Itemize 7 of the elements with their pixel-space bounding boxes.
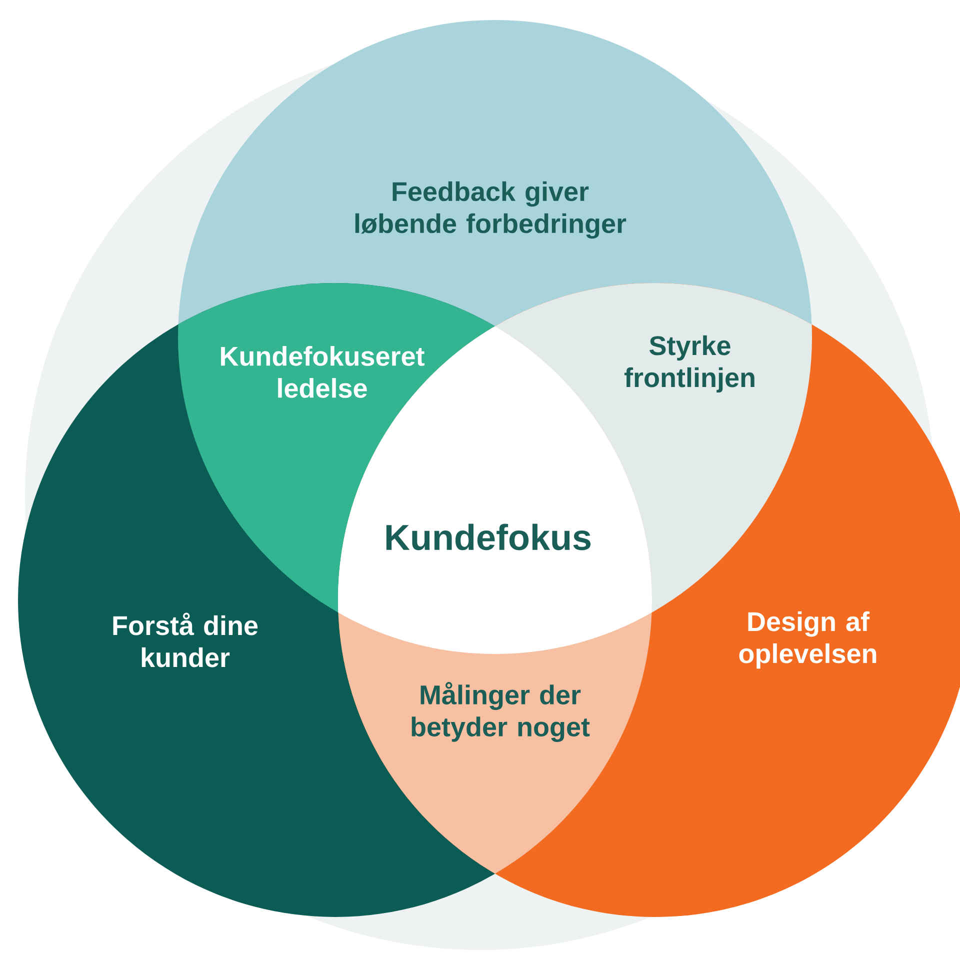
region-label: Design af oplevelsen [739, 611, 876, 669]
region-label: Forstå dine kunder [113, 612, 258, 668]
region-label: Målinger der betyder noget [412, 682, 590, 742]
region-label: Feedback giver løbende forbedringer [355, 181, 626, 239]
region-label: Styrke frontlinjen [624, 335, 754, 393]
region-label: Kundefokus [386, 524, 591, 550]
region-label: Kundefokuseret ledelse [221, 346, 424, 398]
